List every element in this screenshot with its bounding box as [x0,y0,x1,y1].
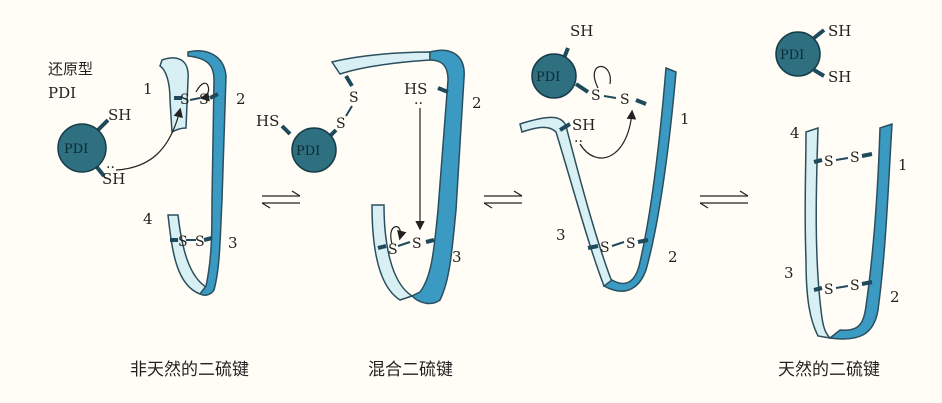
sh-label: SH [102,170,125,188]
strand-number: 1 [143,80,153,98]
pdi-label: PDI [64,142,88,157]
strand-number: 2 [472,94,482,112]
ribbon-light-strand [519,116,613,288]
sulfur-label: S [620,92,630,108]
sulfur-label: S [336,116,346,132]
strand-number: 3 [556,226,566,244]
equilibrium-arrow [483,190,523,209]
sulfur-label: S [388,242,398,258]
strand-number: 1 [680,110,690,128]
panel-4-native: PDI SH SH S S S S 4 1 3 2 [775,22,908,340]
caption-native: 天然的二硫键 [778,360,880,380]
sh-label: SH [108,106,131,124]
sh-label: SH [828,22,851,40]
strand-number: 2 [668,248,678,266]
sulfur-label: S [195,234,205,250]
ribbon-dark-strand [187,50,227,296]
strand-number: 3 [228,234,238,252]
strand-number: 4 [790,124,800,142]
panel-3-mixed: SH PDI S S SH .. S S 1 3 2 [519,22,690,292]
caption-mixed: 混合二硫键 [368,360,453,380]
sulfur-label: S [180,92,190,108]
pdi-label: PDI [536,70,560,85]
panel-2-mixed: HS .. S S PDI HS S S 2 3 [256,49,482,305]
electron-dots: .. [574,130,583,146]
sulfur-label: S [850,278,860,294]
panel-1-non-native: S S S S 1 2 4 3 还原型 PDI PDI SH SH .. [48,50,246,296]
electron-dots: .. [106,156,115,172]
ribbon-dark-strand [828,122,893,340]
ribbon-dark-strand [410,49,465,305]
strand-number: 3 [784,264,794,282]
pdi-ball [775,31,821,77]
pdi-ball [531,53,577,99]
sulfur-label: S [412,236,422,252]
sulfur-label: S [626,236,636,252]
pdi-ball [291,127,337,173]
ribbon-dark-strand [602,66,677,292]
sulfur-label: S [600,240,610,256]
pdi-ball [57,123,107,173]
equilibrium-arrow [699,190,749,209]
hs-label: HS [256,112,279,130]
sulfur-label: S [850,150,860,166]
hs-label: HS [404,80,427,98]
sulfur-label: S [824,282,834,298]
sh-label: SH [570,22,593,40]
pdi-label: PDI [296,144,320,159]
strand-number: 2 [236,90,246,108]
reduced-pdi-label: 还原型 [48,60,93,78]
caption-non-native: 非天然的二硫键 [130,360,249,380]
sh-label: SH [572,116,595,134]
pdi-label: PDI [48,84,76,102]
sh-label: SH [828,68,851,86]
pdi-label: PDI [780,48,804,63]
strand-number: 2 [890,288,900,306]
strand-number: 4 [143,210,153,228]
sulfur-label: S [591,88,601,104]
strand-number: 3 [452,248,462,266]
sulfur-label: S [178,234,188,250]
equilibrium-arrow [261,190,301,209]
electron-dots: .. [414,92,423,108]
sulfur-label: S [349,90,359,106]
sulfur-label: S [824,154,834,170]
strand-number: 1 [898,156,908,174]
